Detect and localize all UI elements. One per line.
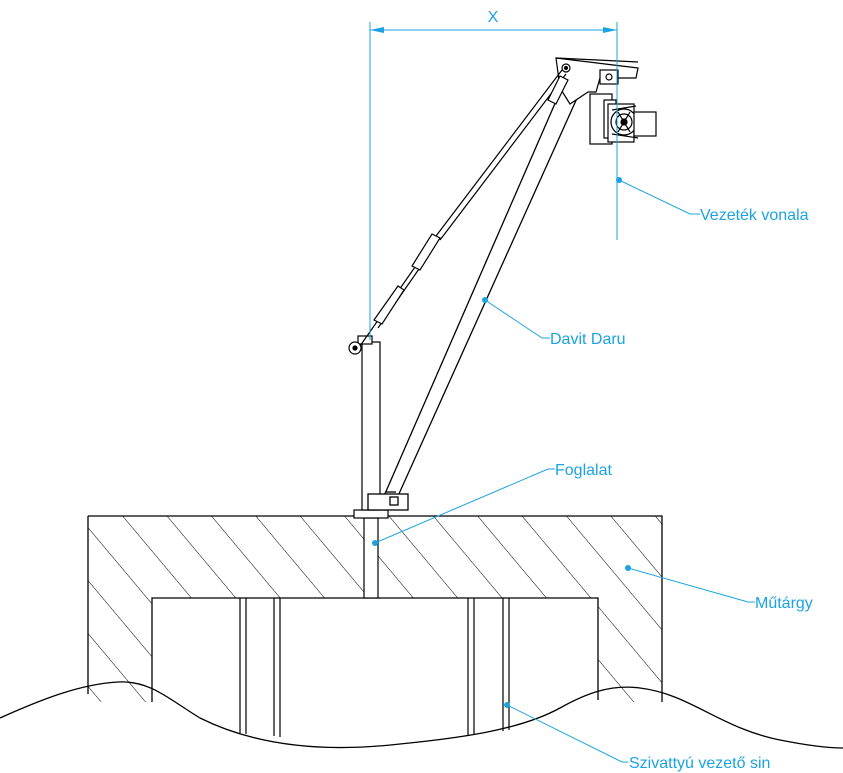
winch bbox=[607, 103, 657, 143]
davit-mast bbox=[348, 335, 381, 511]
socket bbox=[353, 509, 389, 599]
davit-label: Davit Daru bbox=[550, 331, 626, 348]
ground-line bbox=[0, 681, 843, 749]
wire-line-label: Vezeték vonala bbox=[700, 207, 809, 224]
davit-boom bbox=[367, 91, 579, 511]
dimension-x-label: X bbox=[488, 9, 499, 26]
structure-label: Műtárgy bbox=[755, 595, 813, 612]
socket-label: Foglalat bbox=[555, 462, 612, 479]
guide-rail-label: Szivattyú vezető sin bbox=[629, 755, 770, 772]
pump-guide-rails bbox=[239, 598, 510, 737]
tension-rod bbox=[359, 69, 569, 347]
annotations bbox=[369, 22, 755, 763]
annotation-dots bbox=[372, 177, 631, 708]
